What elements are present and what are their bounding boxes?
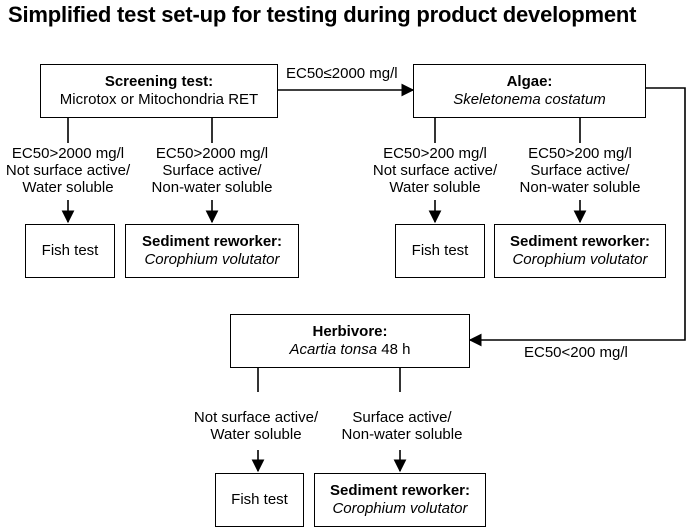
screening-test-subtitle: Microtox or Mitochondria RET (59, 91, 259, 108)
condition-line: Surface active/ (162, 162, 262, 179)
condition-line: Not surface active/ (193, 409, 319, 426)
condition-herbivore-right: Surface active/ Non-water soluble (334, 409, 470, 443)
condition-line: Not surface active/ (372, 162, 498, 179)
algae-species: Skeletonema costatum (453, 91, 606, 108)
condition-line: Water soluble (389, 179, 481, 196)
condition-herbivore-left: Not surface active/ Water soluble (180, 409, 332, 443)
herbivore-species-line: Acartia tonsa 48 h (290, 341, 411, 359)
condition-line: EC50>200 mg/l (528, 145, 632, 162)
fish-test-label: Fish test (411, 242, 469, 259)
herbivore-species: Acartia tonsa (289, 341, 378, 358)
condition-line: EC50>2000 mg/l (155, 145, 269, 162)
edge-label-screening-to-algae: EC50≤2000 mg/l (286, 65, 398, 82)
condition-screening-left: EC50>2000 mg/l Not surface active/ Water… (0, 145, 136, 196)
condition-line: Non-water soluble (341, 426, 463, 443)
condition-line: Water soluble (22, 179, 114, 196)
fish-test-box-herbivore: Fish test (215, 473, 304, 527)
condition-line: Non-water soluble (151, 179, 273, 196)
sediment-reworker-box-algae: Sediment reworker: Corophium volutator (494, 224, 666, 278)
condition-line: Surface active/ (530, 162, 630, 179)
sediment-reworker-species: Corophium volutator (512, 251, 648, 268)
diagram-title: Simplified test set-up for testing durin… (8, 2, 637, 27)
sediment-reworker-box-herbivore: Sediment reworker: Corophium volutator (314, 473, 486, 527)
arrow-algae-to-herbivore (468, 87, 686, 347)
condition-algae-right: EC50>200 mg/l Surface active/ Non-water … (512, 145, 648, 196)
condition-line: Water soluble (210, 426, 302, 443)
sediment-reworker-heading: Sediment reworker: (509, 233, 651, 250)
condition-algae-left: EC50>200 mg/l Not surface active/ Water … (367, 145, 503, 196)
sediment-reworker-heading: Sediment reworker: (141, 233, 283, 250)
sediment-reworker-species: Corophium volutator (332, 500, 468, 517)
sediment-reworker-species: Corophium volutator (144, 251, 280, 268)
condition-line: Surface active/ (352, 409, 452, 426)
screening-test-heading: Screening test: (104, 73, 214, 90)
sediment-reworker-box-screening: Sediment reworker: Corophium volutator (125, 224, 299, 278)
fish-test-box-screening: Fish test (25, 224, 115, 278)
herbivore-heading: Herbivore: (312, 323, 388, 340)
condition-screening-right: EC50>2000 mg/l Surface active/ Non-water… (144, 145, 280, 196)
condition-line: Non-water soluble (519, 179, 641, 196)
screening-test-box: Screening test: Microtox or Mitochondria… (40, 64, 278, 118)
fish-test-box-algae: Fish test (395, 224, 485, 278)
condition-line: Not surface active/ (5, 162, 131, 179)
herbivore-duration: 48 h (381, 341, 411, 358)
sediment-reworker-heading: Sediment reworker: (329, 482, 471, 499)
fish-test-label: Fish test (41, 242, 99, 259)
fish-test-label: Fish test (231, 491, 288, 508)
edge-label-algae-to-herbivore: EC50<200 mg/l (524, 344, 628, 361)
condition-line: EC50>2000 mg/l (11, 145, 125, 162)
algae-heading: Algae: (506, 73, 553, 90)
condition-line: EC50>200 mg/l (383, 145, 487, 162)
algae-box: Algae: Skeletonema costatum (413, 64, 646, 118)
herbivore-box: Herbivore: Acartia tonsa 48 h (230, 314, 470, 368)
